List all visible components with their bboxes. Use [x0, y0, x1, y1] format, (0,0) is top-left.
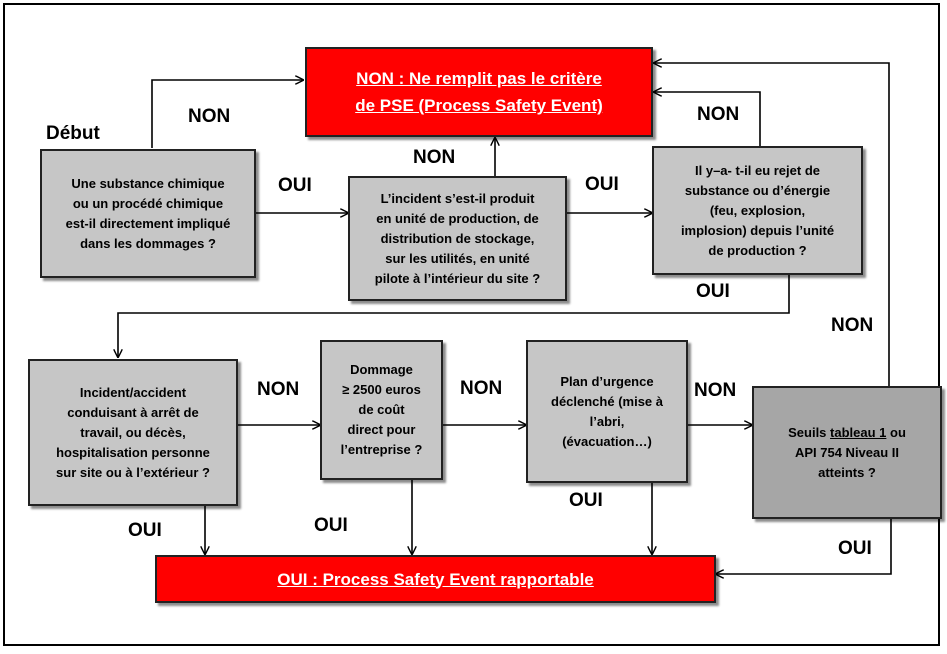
question-thresholds: Seuils tableau 1 ou API 754 Niveau II at… [752, 386, 942, 519]
edge-q7-oui [716, 519, 892, 574]
label-q2-oui: OUI [585, 174, 619, 195]
question-chemical-involved: Une substance chimique ou un procédé chi… [40, 149, 256, 278]
label-q5-non: NON [460, 378, 503, 399]
non-pse-box: NON : Ne remplit pas le critère de PSE (… [305, 47, 653, 137]
question-release: Il y–a- t-il eu rejet de substance ou d’… [652, 146, 863, 275]
table-1-link[interactable]: tableau 1 [830, 424, 887, 440]
label-q1-non: NON [188, 106, 231, 127]
label-q4-non: NON [257, 379, 300, 400]
label-q1-oui: OUI [278, 175, 312, 196]
label-q3-oui: OUI [696, 281, 730, 302]
edge-q7-non [654, 63, 890, 386]
thresholds-text: Seuils tableau 1 ou API 754 Niveau II at… [788, 424, 906, 480]
question-injury: Incident/accident conduisant à arrêt de … [28, 359, 238, 506]
label-q6-oui: OUI [569, 490, 603, 511]
label-q6-non: NON [694, 380, 737, 401]
edge-q3-non [654, 92, 761, 146]
start-label: Début [46, 123, 100, 144]
edge-q1-non [151, 80, 303, 148]
question-emergency-plan: Plan d’urgence déclenché (mise à l’abri,… [526, 340, 688, 483]
label-q2-non: NON [413, 147, 456, 168]
label-q5-oui: OUI [314, 515, 348, 536]
edge-q3-oui [118, 275, 790, 357]
label-q3-non: NON [697, 104, 740, 125]
label-q7-non: NON [831, 315, 874, 336]
label-q4-oui: OUI [128, 520, 162, 541]
label-q7-oui: OUI [838, 538, 872, 559]
question-location: L’incident s’est-il produit en unité de … [348, 176, 567, 301]
oui-pse-box: OUI : Process Safety Event rapportable [155, 555, 716, 603]
question-damage-cost: Dommage ≥ 2500 euros de coût direct pour… [320, 340, 443, 480]
diagram-frame [3, 3, 940, 646]
